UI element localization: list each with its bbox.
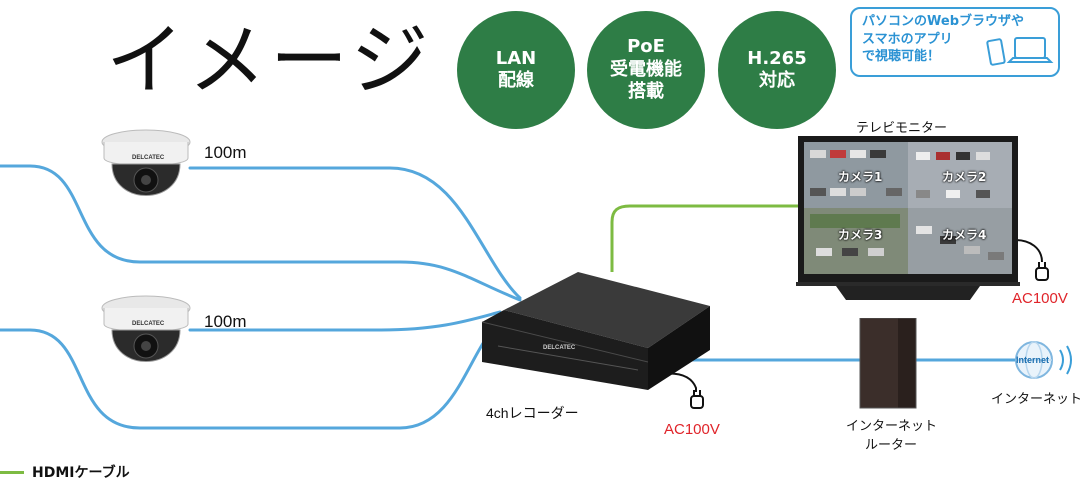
internet-label: インターネット (991, 391, 1080, 406)
badge-lan-line2: 配線 (498, 70, 534, 91)
camera1-distance-label: 100m (204, 143, 247, 162)
monitor-pane-2-label: カメラ2 (942, 170, 987, 184)
lan-cable-cam1-to-recorder (0, 164, 522, 302)
page-title: イメージ (106, 16, 433, 106)
recorder-label: 4chレコーダー (486, 405, 579, 421)
hdmi-legend-swatch (0, 470, 24, 474)
badge-poe-line2: 受電機能 (610, 58, 682, 80)
monitor-power-label: AC100V (1012, 290, 1068, 307)
dome-camera-icon (101, 295, 191, 362)
badge-h265: H.265 対応 (718, 11, 836, 129)
recorder-device (481, 272, 710, 390)
internet-icon-text: Internet (1016, 355, 1050, 365)
badge-poe-line1: PoE (627, 36, 665, 58)
camera2-distance-label: 100m (204, 312, 247, 331)
dome-camera-icon (101, 129, 191, 196)
internet-globe-icon (1015, 341, 1072, 379)
router-device (859, 318, 917, 409)
smartphone-laptop-icon (986, 37, 1054, 66)
lan-cable-cam1-left (188, 166, 522, 300)
lan-cable-cam2-left (188, 310, 502, 332)
router-label-line1: インターネット (846, 418, 938, 433)
recorder-power-label: AC100V (664, 421, 720, 438)
camera2-brand: DELCATEC (132, 321, 165, 327)
badge-poe-line3: 搭載 (628, 81, 664, 103)
monitor-pane-3-label: カメラ3 (838, 228, 883, 242)
badge-h265-line1: H.265 (747, 47, 807, 69)
router-label-line2: ルーター (864, 437, 917, 452)
hdmi-cable (610, 204, 805, 272)
power-plug-icon (1035, 262, 1049, 281)
tv-monitor (796, 136, 1020, 300)
monitor-pane-1-label: カメラ1 (838, 170, 883, 184)
lan-cable-cam2-to-recorder (0, 316, 507, 430)
pc-callout-line3: で視聴可能！ (862, 49, 941, 65)
monitor-label: テレビモニター (856, 120, 948, 135)
monitor-power-cord (1014, 239, 1043, 263)
monitor-pane-4-label: カメラ4 (942, 228, 987, 242)
pc-smartphone-callout: パソコンのWebブラウザや スマホのアプリ で視聴可能！ (850, 7, 1060, 77)
legend: HDMIケーブル (0, 462, 130, 482)
camera1-brand: DELCATEC (132, 155, 165, 161)
router-label: インターネット ルーター (846, 415, 938, 453)
badge-h265-line2: 対応 (759, 70, 795, 91)
badge-poe: PoE 受電機能 搭載 (587, 11, 705, 129)
badge-lan-line1: LAN (495, 47, 537, 69)
pc-callout-line2: スマホのアプリ (862, 31, 953, 47)
recorder-brand: DELCATEC (543, 345, 576, 351)
pc-callout-line1: パソコンのWebブラウザや (862, 14, 1024, 29)
badge-lan: LAN 配線 (457, 11, 575, 129)
power-plug-icon (690, 390, 704, 409)
hdmi-legend-label: HDMIケーブル (32, 465, 130, 481)
